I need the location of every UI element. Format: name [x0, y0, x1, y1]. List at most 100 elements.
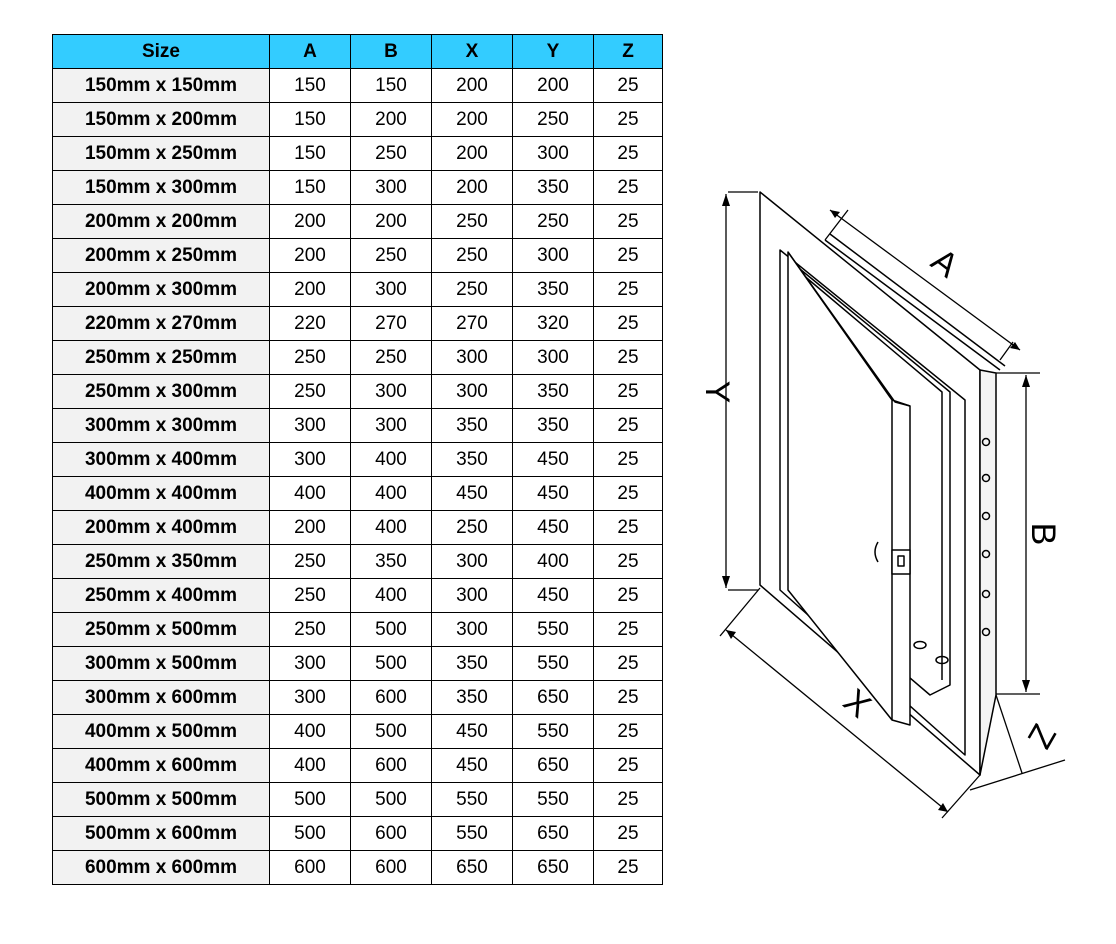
cell-y: 200	[512, 68, 594, 103]
x-extension-end	[941, 774, 981, 819]
cell-y: 550	[512, 612, 594, 647]
cell-x: 300	[431, 578, 513, 613]
cell-a: 200	[269, 272, 351, 307]
cell-y: 550	[512, 646, 594, 681]
cell-b: 150	[350, 68, 432, 103]
cell-z: 25	[593, 714, 663, 749]
cell-x: 350	[431, 442, 513, 477]
cell-b: 270	[350, 306, 432, 341]
cell-z: 25	[593, 102, 663, 137]
cell-size: 500mm x 500mm	[52, 782, 270, 817]
column-header-a: A	[269, 34, 351, 69]
cell-x: 450	[431, 476, 513, 511]
cell-a: 300	[269, 646, 351, 681]
back-box-top-edge	[824, 239, 1001, 371]
cell-size: 150mm x 250mm	[52, 136, 270, 171]
cell-size: 250mm x 500mm	[52, 612, 270, 647]
cell-b: 250	[350, 340, 432, 375]
cell-a: 300	[269, 408, 351, 443]
cell-z: 25	[593, 238, 663, 273]
cell-size: 400mm x 600mm	[52, 748, 270, 783]
cell-x: 300	[431, 340, 513, 375]
dimension-label-y: Y	[698, 381, 736, 404]
z-dimension-line	[969, 759, 1066, 791]
cell-a: 150	[269, 102, 351, 137]
cell-x: 300	[431, 612, 513, 647]
cell-y: 250	[512, 204, 594, 239]
cell-x: 250	[431, 272, 513, 307]
cell-y: 350	[512, 408, 594, 443]
access-panel-drawing: Y A B X Z	[698, 191, 1066, 819]
cell-size: 250mm x 350mm	[52, 544, 270, 579]
cell-a: 500	[269, 816, 351, 851]
cell-b: 600	[350, 850, 432, 885]
cell-z: 25	[593, 408, 663, 443]
cell-x: 300	[431, 544, 513, 579]
cell-b: 300	[350, 374, 432, 409]
cell-size: 200mm x 200mm	[52, 204, 270, 239]
dimension-label-z: Z	[1021, 718, 1064, 755]
cell-y: 400	[512, 544, 594, 579]
column-header-z: Z	[593, 34, 663, 69]
cell-b: 400	[350, 476, 432, 511]
cell-x: 550	[431, 816, 513, 851]
cell-a: 250	[269, 374, 351, 409]
cell-y: 450	[512, 578, 594, 613]
cell-y: 550	[512, 782, 594, 817]
cell-a: 400	[269, 476, 351, 511]
recess-inner-line	[801, 273, 943, 680]
cell-y: 350	[512, 170, 594, 205]
door-latch-key	[897, 555, 905, 567]
cell-b: 250	[350, 238, 432, 273]
a-dimension-line	[829, 209, 1021, 351]
cell-size: 250mm x 400mm	[52, 578, 270, 613]
cell-b: 400	[350, 578, 432, 613]
cell-a: 150	[269, 68, 351, 103]
cell-y: 250	[512, 102, 594, 137]
door-top-thickness	[891, 399, 911, 407]
cell-z: 25	[593, 170, 663, 205]
cell-b: 200	[350, 204, 432, 239]
x-extension-start	[719, 587, 761, 637]
cell-x: 450	[431, 714, 513, 749]
cell-z: 25	[593, 340, 663, 375]
column-header-size: Size	[52, 34, 270, 69]
cell-size: 150mm x 150mm	[52, 68, 270, 103]
z-extension	[995, 694, 1023, 774]
dimension-label-a: A	[924, 241, 965, 285]
cell-y: 450	[512, 476, 594, 511]
cell-b: 600	[350, 816, 432, 851]
cell-b: 500	[350, 646, 432, 681]
cell-x: 270	[431, 306, 513, 341]
column-header-b: B	[350, 34, 432, 69]
cell-a: 220	[269, 306, 351, 341]
cell-a: 150	[269, 136, 351, 171]
cell-a: 200	[269, 238, 351, 273]
cell-a: 500	[269, 782, 351, 817]
cell-size: 600mm x 600mm	[52, 850, 270, 885]
frame-side-face	[979, 369, 997, 776]
dimension-arrowheads	[722, 194, 1030, 812]
cell-z: 25	[593, 680, 663, 715]
cell-size: 300mm x 500mm	[52, 646, 270, 681]
cell-x: 550	[431, 782, 513, 817]
cell-z: 25	[593, 442, 663, 477]
dimension-label-b: B	[1024, 523, 1062, 546]
cell-size: 300mm x 400mm	[52, 442, 270, 477]
cell-a: 250	[269, 578, 351, 613]
back-box-top-edge-inner	[829, 233, 1006, 367]
cell-size: 150mm x 300mm	[52, 170, 270, 205]
cell-z: 25	[593, 68, 663, 103]
